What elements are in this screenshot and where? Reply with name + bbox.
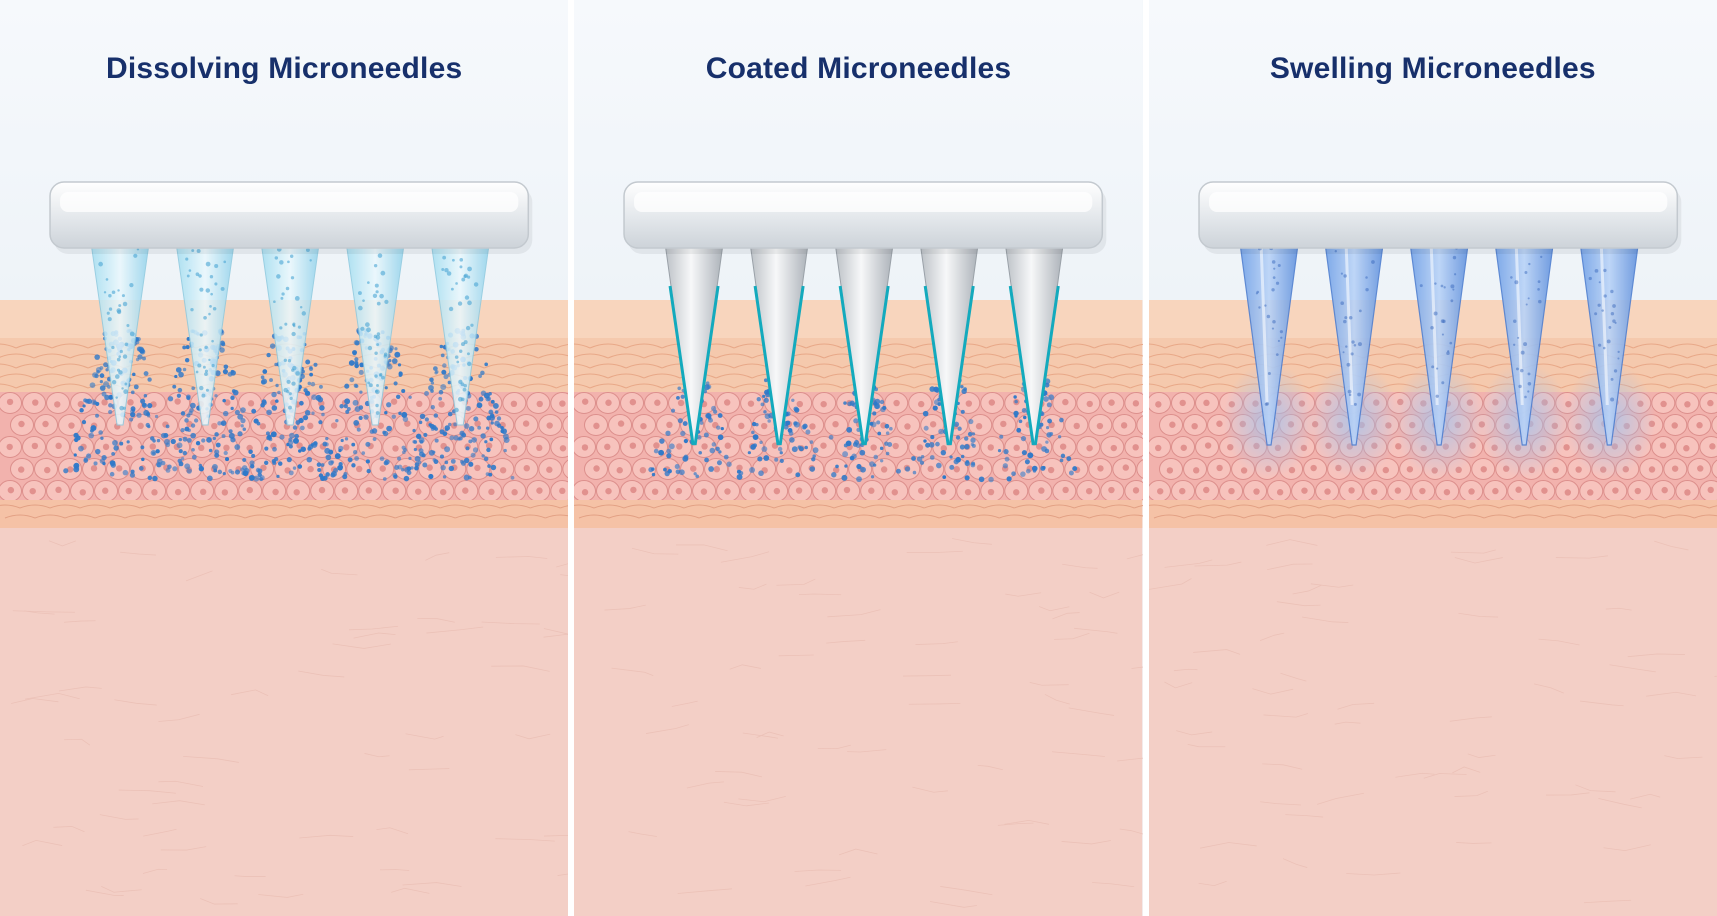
coated-microneedles-illustration: [574, 0, 1143, 916]
epidermis-cells: [574, 392, 1143, 502]
panel-title-swelling: Swelling Microneedles: [1269, 52, 1596, 85]
panel-title-dissolving: Dissolving Microneedles: [105, 52, 463, 85]
dermis-texture: [1148, 539, 1717, 904]
panel-title-coated: Coated Microneedles: [705, 52, 1012, 85]
panel-coated-microneedles: Coated Microneedles: [574, 0, 1143, 916]
dermis-texture: [604, 538, 1143, 908]
microneedle-patch-base: [49, 181, 533, 254]
microneedle-patch-base: [1197, 181, 1681, 254]
dermis-texture: [11, 540, 569, 905]
dissolving-microneedles-illustration: [0, 0, 569, 916]
swelling-microneedles-illustration: [1148, 0, 1717, 916]
microneedle-patch-base: [623, 181, 1107, 254]
panel-swelling-microneedles: Swelling Microneedles: [1148, 0, 1717, 916]
panel-dissolving-microneedles: Dissolving Microneedles: [0, 0, 569, 916]
coated-needles: [663, 230, 1066, 446]
